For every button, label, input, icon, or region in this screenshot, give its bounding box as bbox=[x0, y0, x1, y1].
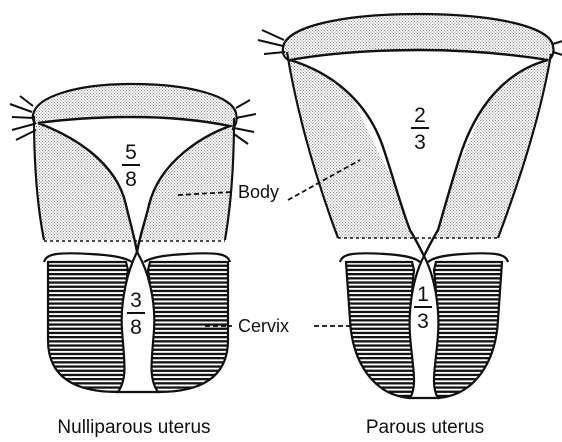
parous-cervix-left bbox=[346, 262, 419, 398]
parous-cervix-right bbox=[429, 262, 502, 398]
body-label: Body bbox=[238, 182, 279, 202]
fraction-denominator: 3 bbox=[414, 131, 426, 154]
caption-nulliparous: Nulliparous uterus bbox=[57, 417, 210, 438]
parous-left-ligament-lines bbox=[258, 30, 285, 54]
caption-parous: Parous uterus bbox=[366, 417, 484, 438]
nulliparous-left-ligament-lines bbox=[10, 96, 36, 140]
cervix-label: Cervix bbox=[238, 316, 289, 336]
parous-uterus bbox=[258, 14, 562, 398]
fraction-numerator: 5 bbox=[125, 141, 137, 164]
fraction-denominator: 8 bbox=[125, 168, 137, 191]
fraction-denominator: 3 bbox=[417, 310, 429, 333]
fraction-denominator: 8 bbox=[130, 316, 142, 339]
nulliparous-uterus bbox=[10, 84, 256, 392]
fraction-numerator: 3 bbox=[130, 289, 142, 312]
fraction-numerator: 1 bbox=[417, 283, 429, 306]
fraction-numerator: 2 bbox=[414, 104, 426, 127]
